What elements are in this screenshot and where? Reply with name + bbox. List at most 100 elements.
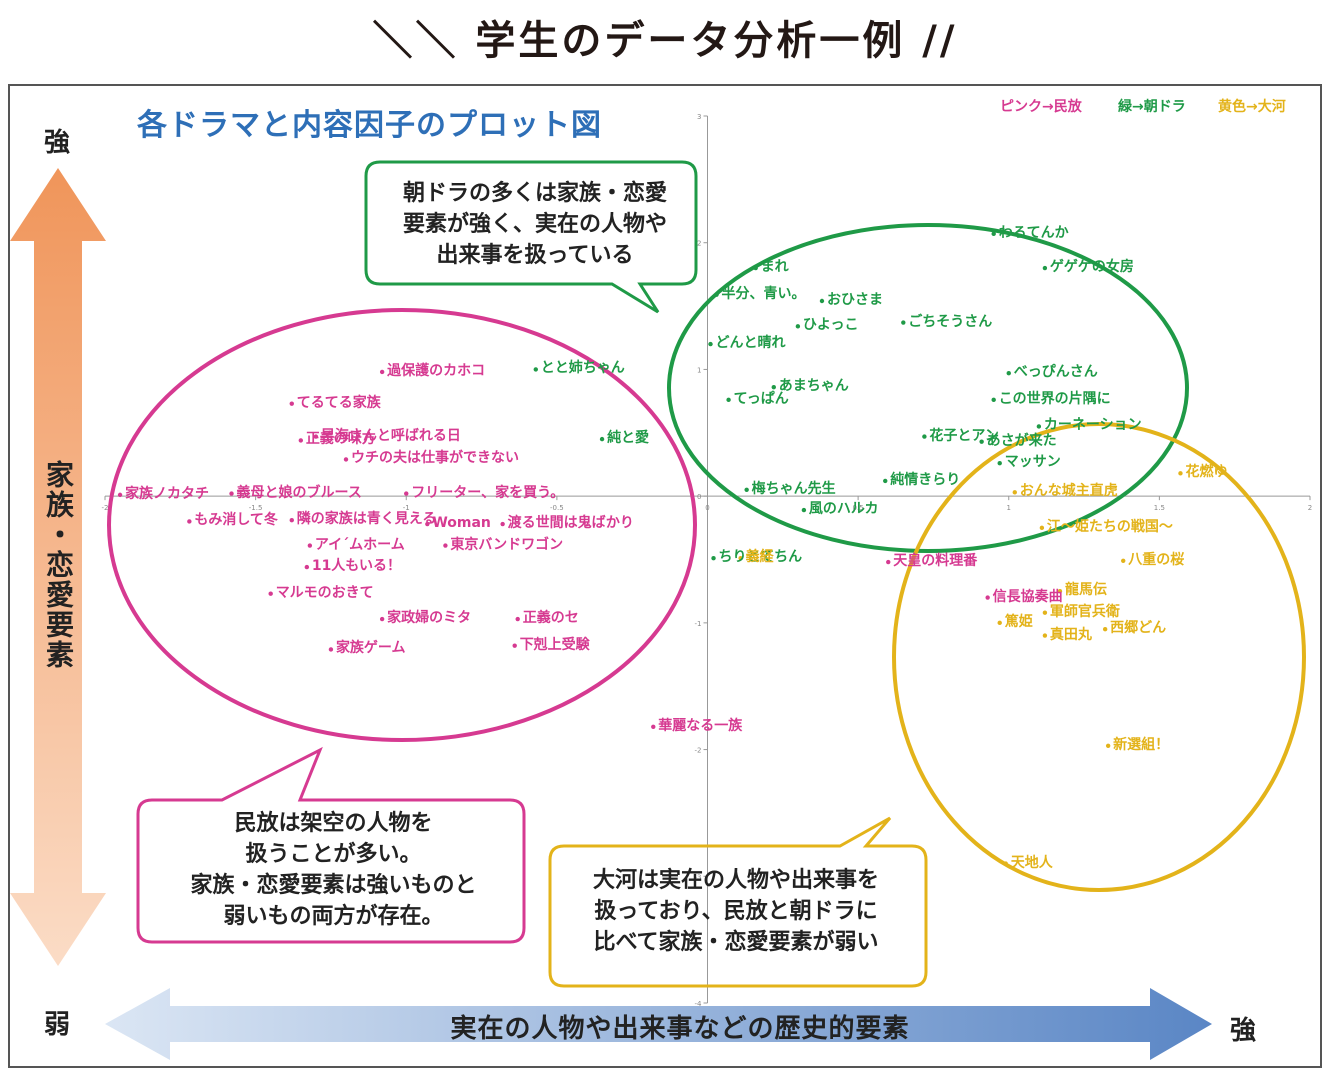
- data-point: [922, 434, 927, 439]
- point-label: 家政婦のミタ: [387, 610, 472, 627]
- data-point: [979, 439, 984, 444]
- data-point: [187, 519, 192, 524]
- point-label: おひさま: [826, 292, 883, 308]
- point-label: 半分、青い。: [721, 285, 806, 302]
- point-label: 隣の家族は青く見える: [296, 511, 437, 528]
- point-label: この世界の片隅に: [998, 390, 1111, 407]
- vertical-axis-arrow: [10, 168, 106, 966]
- callout-line: 朝ドラの多くは家族・恋愛: [402, 181, 667, 206]
- chart-title: 各ドラマと内容因子のプロット図: [137, 108, 602, 143]
- y-axis-weak-label: 弱: [44, 1010, 71, 1040]
- point-label: フリーター、家を買う。: [411, 484, 565, 501]
- y-tick-label: -3: [695, 873, 702, 881]
- page-title: ＼＼ 学生のデータ分析一例 //: [372, 18, 958, 64]
- y-tick-label: -4: [695, 1000, 703, 1008]
- data-point: [379, 369, 385, 375]
- data-point: [991, 397, 996, 403]
- data-point: [1121, 558, 1126, 563]
- data-point: [533, 367, 538, 372]
- point-label: とと姉ちゃん: [540, 360, 625, 377]
- point-label: べっぴんさん: [1013, 364, 1098, 381]
- data-point: [1006, 371, 1011, 376]
- callout-taiga-shape: [548, 816, 928, 988]
- data-point: [512, 643, 517, 648]
- data-point: [379, 616, 385, 622]
- data-point: [1102, 626, 1108, 632]
- data-point: [304, 564, 310, 570]
- x-axis-title: 実在の人物や出来事などの歴史的要素: [450, 1014, 910, 1044]
- data-point: [343, 457, 349, 462]
- point-label: 義母と娘のブルース: [236, 484, 362, 501]
- point-label: 正義のセ: [522, 610, 579, 627]
- data-point: [819, 298, 825, 304]
- data-point: [500, 521, 505, 527]
- data-point: [1042, 265, 1048, 271]
- legend-item-taiga: 黄色→大河: [1218, 99, 1286, 115]
- data-point: [307, 543, 313, 548]
- point-label: 真田丸: [1049, 626, 1092, 643]
- data-point: [1036, 424, 1042, 429]
- data-point: [708, 341, 713, 347]
- data-point: [744, 487, 749, 493]
- point-label: カーネーション: [1043, 417, 1142, 434]
- callout-asadora: 朝ドラの多くは家族・恋愛 要素が強く、実在の人物や 出来事を扱っている: [370, 178, 700, 271]
- point-label: てっぱん: [733, 390, 789, 407]
- taiga-group-ellipse: [892, 422, 1306, 892]
- point-label: わろてんか: [998, 224, 1069, 241]
- x-tick-label: -2: [102, 504, 109, 512]
- data-point: [997, 620, 1002, 626]
- data-point: [997, 460, 1002, 466]
- point-label: 信長協奏曲: [992, 588, 1063, 605]
- data-point: [404, 491, 409, 496]
- point-label: 東京バンドワゴン: [450, 536, 564, 553]
- point-label: ひよっこ: [802, 317, 859, 334]
- data-point: [711, 556, 716, 561]
- point-label: 11人もいる！: [311, 558, 402, 575]
- point-label: 下剋上受験: [519, 636, 590, 653]
- data-point: [771, 384, 776, 390]
- y-tick-label: 2: [697, 240, 701, 248]
- data-point: [1042, 610, 1048, 615]
- data-point: [313, 434, 319, 439]
- data-point: [328, 647, 334, 652]
- point-label: 渡る世間は鬼ばかり: [507, 515, 634, 532]
- callout-line: 比べて家族・恋愛要素が弱い: [593, 930, 879, 955]
- point-label: 篤姫: [1004, 613, 1033, 630]
- callout-line: 弱いもの両方が存在。: [223, 904, 444, 929]
- point-label: ウチの夫は仕事ができない: [351, 450, 519, 467]
- point-label: Woman: [432, 515, 491, 532]
- callout-minpo-shape: [136, 746, 526, 944]
- point-label: マッサン: [1004, 454, 1061, 471]
- callout-line: 扱うことが多い。: [245, 842, 422, 867]
- x-tick-label: 1: [1007, 504, 1011, 512]
- point-label: 家族ノカタチ: [125, 485, 210, 502]
- data-point: [117, 492, 123, 498]
- data-point: [298, 438, 304, 443]
- data-point: [883, 478, 888, 484]
- callout-taiga: 大河は実在の人物や出来事を 扱っており、民放と朝ドラに 比べて家族・恋愛要素が弱…: [556, 865, 916, 958]
- point-label: 天地人: [1010, 854, 1053, 871]
- minpo-group-ellipse: [107, 308, 697, 742]
- data-point: [229, 491, 234, 496]
- point-label: 家族ゲーム: [335, 640, 406, 657]
- data-point: [886, 559, 891, 565]
- data-point: [1039, 525, 1045, 531]
- data-point: [651, 724, 656, 729]
- data-point: [714, 292, 719, 297]
- data-point: [991, 231, 996, 237]
- data-point: [801, 507, 807, 513]
- data-point: [985, 595, 990, 600]
- point-label: 龍馬伝: [1064, 582, 1107, 599]
- callout-line: 大河は実在の人物や出来事を: [592, 868, 879, 893]
- x-tick-label: -1.5: [249, 504, 263, 512]
- point-label: 花燃ゆ: [1185, 464, 1228, 481]
- data-point: [515, 616, 520, 622]
- chart-frame: [8, 84, 1322, 1068]
- y-axis-title: 家族・恋愛要素: [42, 460, 75, 670]
- point-label: おんな城主直虎: [1019, 483, 1118, 500]
- x-tick-label: 0.5: [853, 504, 864, 512]
- callout-line: 扱っており、民放と朝ドラに: [594, 899, 878, 924]
- point-label: 純情きらり: [890, 471, 961, 488]
- data-point: [1057, 588, 1063, 594]
